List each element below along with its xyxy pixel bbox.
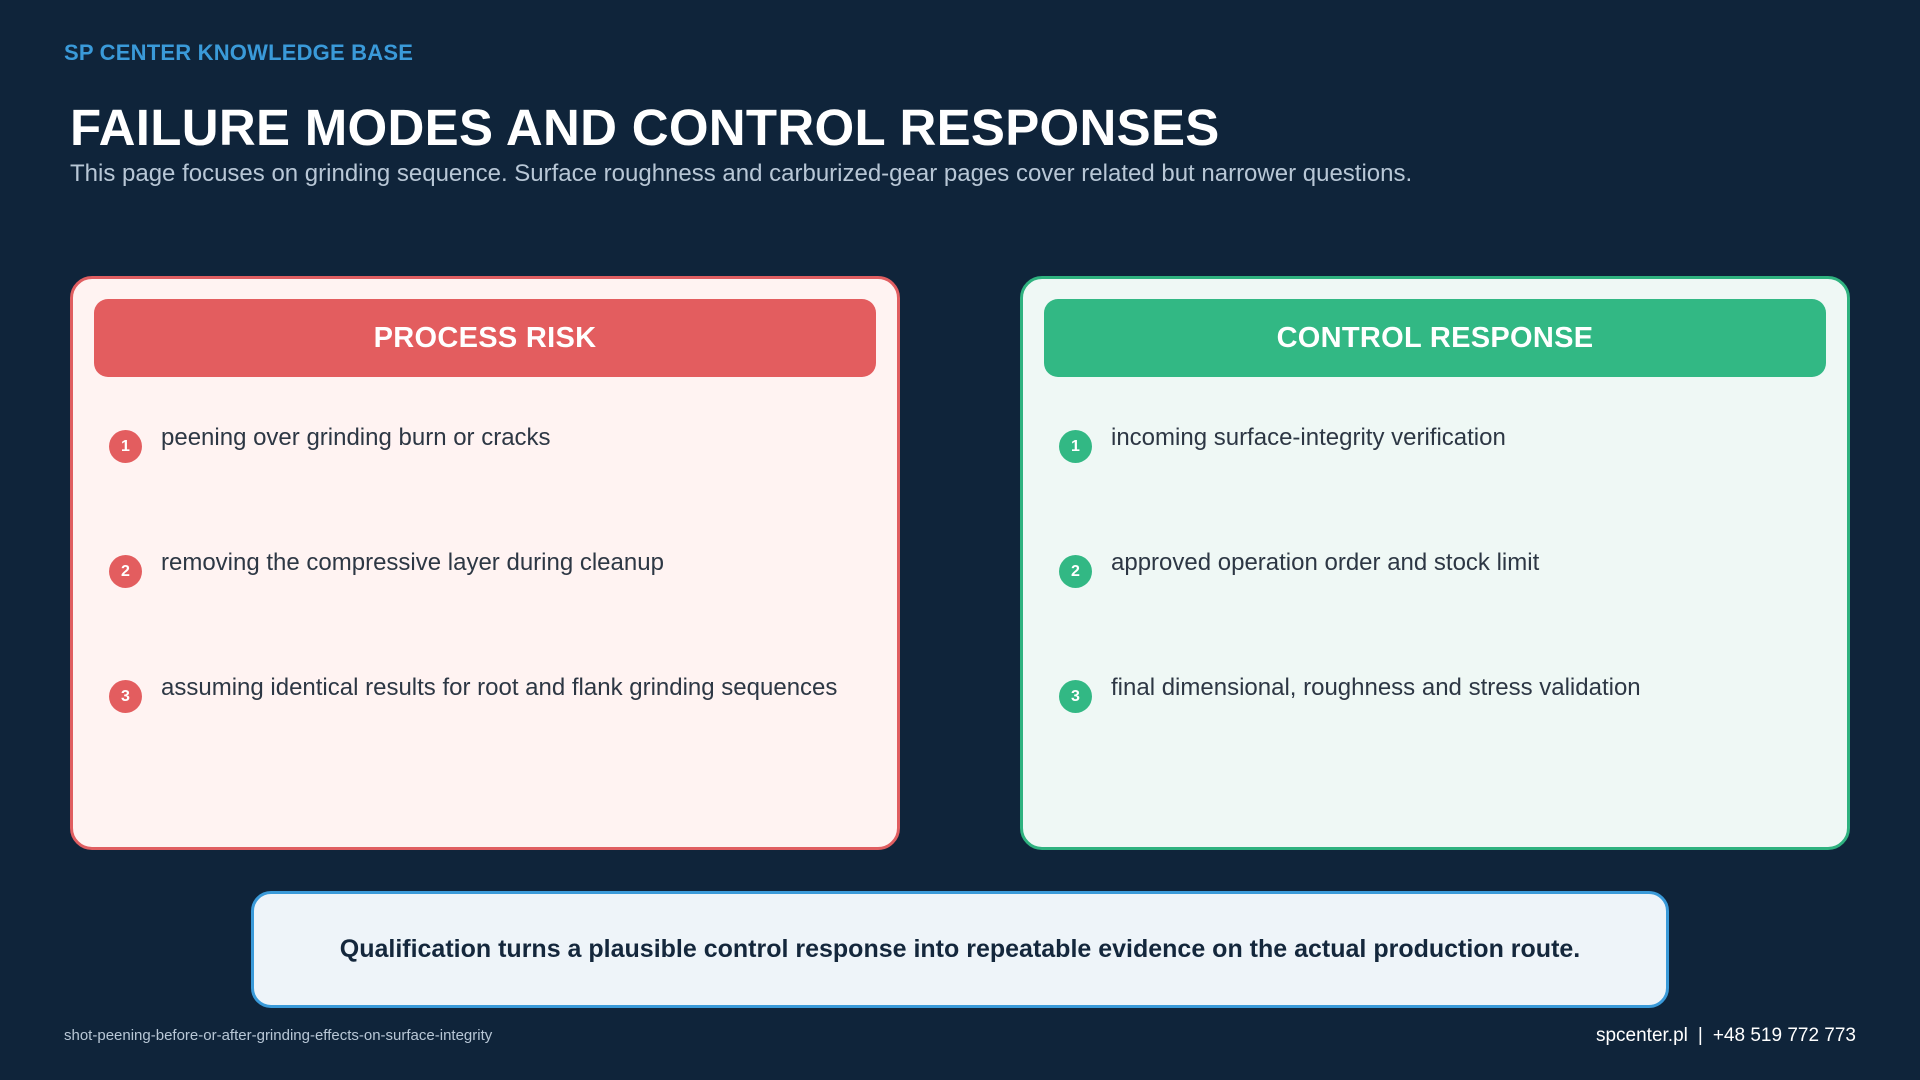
- risk-item: 3 assuming identical results for root an…: [109, 673, 837, 713]
- process-risk-panel: PROCESS RISK 1 peening over grinding bur…: [70, 276, 900, 850]
- control-item-text: incoming surface-integrity verification: [1111, 424, 1506, 451]
- process-risk-header: PROCESS RISK: [94, 299, 876, 377]
- risk-item-text: peening over grinding burn or cracks: [161, 424, 551, 451]
- brand-label: SP CENTER KNOWLEDGE BASE: [64, 40, 414, 65]
- risk-item-text: assuming identical results for root and …: [161, 674, 838, 701]
- qualification-note: Qualification turns a plausible control …: [251, 891, 1669, 1008]
- risk-item-text: removing the compressive layer during cl…: [161, 549, 664, 576]
- risk-item: 1 peening over grinding burn or cracks: [109, 423, 551, 463]
- control-item-number-badge: 1: [1059, 430, 1092, 463]
- control-response-header: CONTROL RESPONSE: [1044, 299, 1826, 377]
- page-title: FAILURE MODES AND CONTROL RESPONSES: [70, 99, 1220, 156]
- control-item-text: final dimensional, roughness and stress …: [1111, 674, 1641, 701]
- control-item: 2 approved operation order and stock lim…: [1059, 548, 1539, 588]
- footer-separator: |: [1697, 1025, 1703, 1046]
- risk-item-number-badge: 3: [109, 680, 142, 713]
- control-item-number-badge: 2: [1059, 555, 1092, 588]
- risk-item-number-badge: 1: [109, 430, 142, 463]
- control-item: 1 incoming surface-integrity verificatio…: [1059, 423, 1506, 463]
- control-item: 3 final dimensional, roughness and stres…: [1059, 673, 1641, 713]
- control-item-number-badge: 3: [1059, 680, 1092, 713]
- page-subtitle: This page focuses on grinding sequence. …: [70, 160, 1413, 187]
- risk-item: 2 removing the compressive layer during …: [109, 548, 664, 588]
- footer-contact: spcenter.pl | +48 519 772 773: [1596, 1025, 1856, 1047]
- control-item-text: approved operation order and stock limit: [1111, 549, 1540, 576]
- control-response-panel: CONTROL RESPONSE 1 incoming surface-inte…: [1020, 276, 1850, 850]
- risk-item-number-badge: 2: [109, 555, 142, 588]
- footer-phone: +48 519 772 773: [1712, 1025, 1856, 1046]
- footer-website: spcenter.pl: [1595, 1025, 1688, 1046]
- footer-page-slug: shot-peening-before-or-after-grinding-ef…: [64, 1027, 493, 1044]
